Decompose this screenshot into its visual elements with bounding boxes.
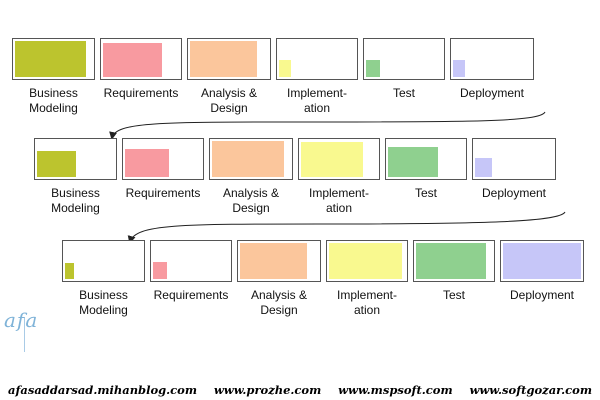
footer-watermark-bar: afasaddarsad.mihanblog.com www.prozhe.co… xyxy=(0,380,600,400)
phase-box-test-iter3 xyxy=(413,240,495,282)
effort-bar-analysis-design-iter1 xyxy=(190,41,257,77)
effort-bar-deployment-iter3 xyxy=(503,243,581,279)
effort-bar-deployment-iter2 xyxy=(475,158,492,177)
flow-arrow-iter2-to-iter3 xyxy=(127,211,566,244)
phase-label-test-iter1: Test xyxy=(392,86,415,100)
footer-site-1: afasaddarsad.mihanblog.com xyxy=(8,383,198,397)
phase-box-requirements-iter2 xyxy=(122,138,204,180)
phase-label-business-modeling-iter2: Business Modeling xyxy=(51,186,100,215)
phase-box-implementation-iter3 xyxy=(326,240,408,282)
phase-box-test-iter2 xyxy=(385,138,467,180)
effort-bar-requirements-iter1 xyxy=(103,43,162,77)
phase-label-business-modeling-iter3: Business Modeling xyxy=(79,288,128,317)
phase-box-business-modeling-iter2 xyxy=(34,138,117,180)
effort-bar-deployment-iter1 xyxy=(453,60,465,77)
phase-label-test-iter2: Test xyxy=(414,186,437,200)
phase-label-analysis-design-iter3: Analysis & Design xyxy=(250,288,308,317)
phase-box-deployment-iter2 xyxy=(472,138,556,180)
effort-bar-analysis-design-iter3 xyxy=(240,243,307,279)
phase-box-analysis-design-iter3 xyxy=(237,240,321,282)
phase-box-business-modeling-iter3 xyxy=(62,240,145,282)
phase-box-implementation-iter1 xyxy=(276,38,358,80)
phase-box-analysis-design-iter2 xyxy=(209,138,293,180)
effort-bar-test-iter2 xyxy=(388,147,438,177)
footer-site-2: www.prozhe.com xyxy=(213,383,322,397)
phase-label-analysis-design-iter2: Analysis & Design xyxy=(222,186,280,215)
phase-box-requirements-iter1 xyxy=(100,38,182,80)
phase-box-business-modeling-iter1 xyxy=(12,38,95,80)
footer-site-3: www.mspsoft.com xyxy=(338,383,453,397)
phase-label-deployment-iter3: Deployment xyxy=(509,288,575,302)
phase-label-implementation-iter3: Implement- ation xyxy=(336,288,398,317)
phase-label-implementation-iter2: Implement- ation xyxy=(308,186,370,215)
phase-label-requirements-iter1: Requirements xyxy=(103,86,179,100)
phase-label-deployment-iter2: Deployment xyxy=(481,186,547,200)
flow-arrow-iter1-to-iter2 xyxy=(109,111,546,140)
phase-box-analysis-design-iter1 xyxy=(187,38,271,80)
effort-bar-business-modeling-iter3 xyxy=(65,263,74,279)
effort-bar-requirements-iter3 xyxy=(153,262,167,279)
phase-label-requirements-iter2: Requirements xyxy=(125,186,201,200)
effort-bar-test-iter3 xyxy=(416,243,486,279)
phase-label-requirements-iter3: Requirements xyxy=(153,288,229,302)
phase-box-requirements-iter3 xyxy=(150,240,232,282)
effort-bar-implementation-iter2 xyxy=(301,142,363,177)
effort-bar-requirements-iter2 xyxy=(125,149,169,177)
effort-bar-test-iter1 xyxy=(366,60,380,77)
footer-site-4: www.softgozar.com xyxy=(469,383,593,397)
phase-box-test-iter1 xyxy=(363,38,445,80)
signature-text: afa xyxy=(4,308,39,332)
effort-bar-business-modeling-iter1 xyxy=(15,41,86,77)
effort-bar-implementation-iter3 xyxy=(329,243,402,279)
handwritten-signature: afa xyxy=(4,308,38,332)
phase-box-implementation-iter2 xyxy=(298,138,380,180)
effort-bar-implementation-iter1 xyxy=(279,60,291,77)
phase-label-implementation-iter1: Implement- ation xyxy=(286,86,348,115)
signature-stroke xyxy=(24,318,25,352)
effort-bar-business-modeling-iter2 xyxy=(37,151,76,177)
phase-label-business-modeling-iter1: Business Modeling xyxy=(29,86,78,115)
effort-bar-analysis-design-iter2 xyxy=(212,141,284,177)
phase-box-deployment-iter3 xyxy=(500,240,584,282)
phase-box-deployment-iter1 xyxy=(450,38,534,80)
phase-label-test-iter3: Test xyxy=(442,288,465,302)
phase-label-deployment-iter1: Deployment xyxy=(459,86,525,100)
phase-label-analysis-design-iter1: Analysis & Design xyxy=(200,86,258,115)
